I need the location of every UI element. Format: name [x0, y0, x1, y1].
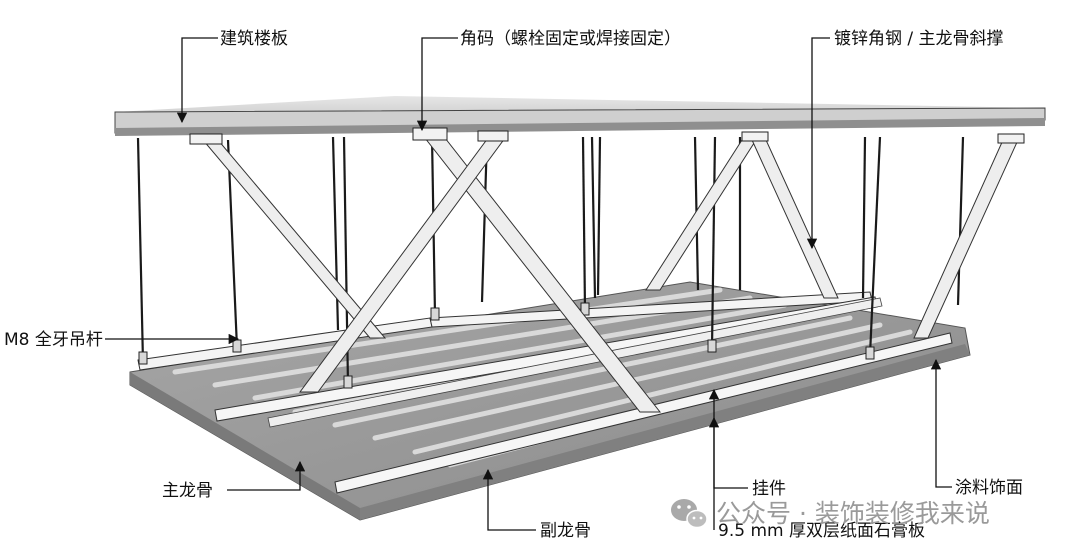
watermark-text: 公众号 · 装饰装修我来说	[716, 499, 990, 528]
label-angle-steel-brace: 镀锌角钢 / 主龙骨斜撑	[834, 29, 1004, 49]
diagonal-brace-group	[201, 137, 1019, 413]
label-m8-rod: M8 全牙吊杆	[4, 330, 103, 350]
label-floor-slab: 建筑楼板	[220, 29, 288, 49]
label-corner-code: 角码（螺栓固定或焊接固定）	[460, 29, 681, 49]
label-gypsum-board: 9.5 mm 厚双层纸面石膏板	[718, 520, 925, 541]
corner-bracket-group	[189, 127, 1025, 145]
hanger-clip-group	[138, 302, 875, 389]
label-sub-keel: 副龙骨	[540, 521, 591, 541]
leader-lines	[105, 37, 952, 531]
label-main-keel: 主龙骨	[162, 481, 213, 501]
wechat-icon	[671, 499, 708, 529]
label-paint-finish: 涂料饰面	[955, 478, 1023, 498]
label-hanger: 挂件	[752, 479, 786, 499]
floor-slab	[114, 96, 1046, 136]
